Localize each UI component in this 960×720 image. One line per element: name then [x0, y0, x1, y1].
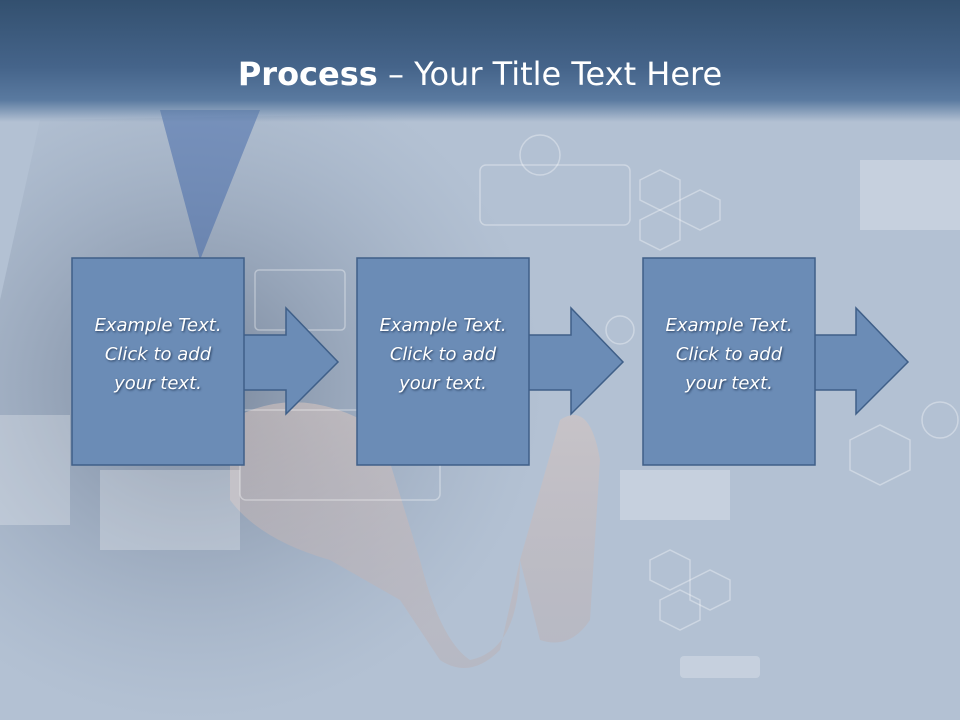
step-1-line-3: your text.: [114, 373, 202, 394]
step-1-line-2: Click to add: [104, 344, 212, 365]
step-3-line-3: your text.: [685, 373, 773, 394]
step-2-line-1: Example Text.: [379, 315, 507, 336]
step-1-line-1: Example Text.: [94, 315, 222, 336]
step-2-line-2: Click to add: [389, 344, 497, 365]
step-arrow-1[interactable]: [233, 306, 340, 416]
process-step-3[interactable]: [642, 257, 910, 466]
step-3-line-1: Example Text.: [665, 315, 793, 336]
title-bar: Process – Your Title Text Here: [0, 0, 960, 122]
step-arrow-3[interactable]: [803, 306, 910, 416]
step-arrow-2[interactable]: [518, 306, 625, 416]
process-step-1[interactable]: [71, 257, 340, 466]
step-3-line-2: Click to add: [675, 344, 783, 365]
step-text-3[interactable]: Example Text. Click to add your text.: [643, 311, 815, 398]
step-text-1[interactable]: Example Text. Click to add your text.: [72, 311, 244, 398]
step-box-2[interactable]: [356, 257, 530, 466]
step-box-1[interactable]: [71, 257, 245, 466]
process-step-2[interactable]: [356, 257, 625, 466]
title-rest: – Your Title Text Here: [377, 55, 723, 93]
step-2-line-3: your text.: [399, 373, 487, 394]
step-box-3[interactable]: [642, 257, 816, 466]
slide-title[interactable]: Process – Your Title Text Here: [238, 54, 722, 94]
title-bold: Process: [237, 55, 378, 93]
step-text-2[interactable]: Example Text. Click to add your text.: [357, 311, 529, 398]
